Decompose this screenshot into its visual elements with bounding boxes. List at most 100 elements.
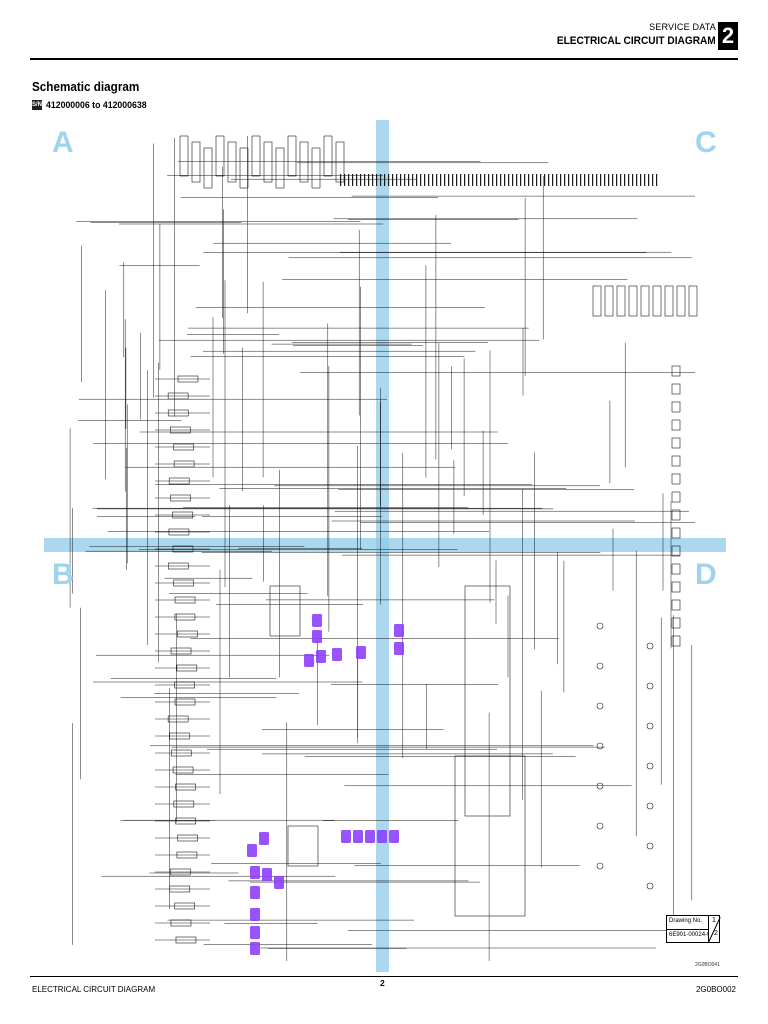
highlight-marker (316, 650, 326, 663)
terminal-pin (548, 174, 550, 186)
highlight-marker (394, 642, 404, 655)
ecu-connector (454, 755, 526, 917)
terminal-pin (580, 174, 582, 186)
terminal-pin (488, 174, 490, 186)
terminal-pin (620, 174, 622, 186)
terminal-pin (608, 174, 610, 186)
connector-block (604, 285, 614, 317)
connector-pin (671, 527, 681, 539)
terminal-pin (444, 174, 446, 186)
connector-block (652, 285, 662, 317)
terminal-pin (404, 174, 406, 186)
terminal-pin (628, 174, 630, 186)
highlight-marker (394, 624, 404, 637)
terminal-pin (536, 174, 538, 186)
connector-block (263, 141, 273, 183)
highlight-marker (377, 830, 387, 843)
terminal-pin (648, 174, 650, 186)
terminal-pin (596, 174, 598, 186)
serial-number-icon: S/N (32, 100, 43, 110)
terminal-pin (496, 174, 498, 186)
sensor-symbol (596, 862, 604, 870)
figure-code: 2G0BO041 (694, 962, 720, 968)
connector-pin (671, 617, 681, 629)
terminal-pin (440, 174, 442, 186)
terminal-pin (344, 174, 346, 186)
terminal-pin (604, 174, 606, 186)
highlight-marker (247, 844, 257, 857)
highlight-marker (259, 832, 269, 845)
terminal-pin (428, 174, 430, 186)
terminal-pin (424, 174, 426, 186)
page-title: Schematic diagram (32, 79, 140, 94)
highlight-marker (312, 630, 322, 643)
terminal-pin (352, 174, 354, 186)
sensor-symbol (646, 722, 654, 730)
terminal-pin (388, 174, 390, 186)
terminal-pin (560, 174, 562, 186)
terminal-pin (524, 174, 526, 186)
connector-block (628, 285, 638, 317)
connector-block (688, 285, 698, 317)
terminal-pin (472, 174, 474, 186)
wire-group (69, 136, 695, 961)
connector-block (664, 285, 674, 317)
zone-letter-a: A (52, 126, 74, 159)
footer-title: ELECTRICAL CIRCUIT DIAGRAM (32, 985, 156, 994)
terminal-pin (500, 174, 502, 186)
connector-pin (671, 599, 681, 611)
sheet-number: 1 (712, 917, 716, 924)
terminal-pin (356, 174, 358, 186)
connector-pin (671, 545, 681, 557)
page-number: 2 (380, 978, 385, 988)
section-title: ELECTRICAL CIRCUIT DIAGRAM (557, 35, 716, 47)
terminal-pin (616, 174, 618, 186)
connector-block (299, 141, 309, 183)
connector-block (251, 135, 261, 177)
connector-pin (671, 635, 681, 647)
zone-letter-b: B (52, 558, 74, 591)
terminal-pin (360, 174, 362, 186)
highlight-marker (250, 926, 260, 939)
connector-pin (671, 437, 681, 449)
highlight-marker (262, 868, 272, 881)
terminal-pin (600, 174, 602, 186)
sensor-symbol (646, 682, 654, 690)
sensor-symbol (596, 822, 604, 830)
connector-block (640, 285, 650, 317)
terminal-pin (492, 174, 494, 186)
terminal-pin (652, 174, 654, 186)
terminal-strip (340, 174, 658, 186)
terminal-pin (544, 174, 546, 186)
sheet-total: 2 (714, 930, 718, 937)
sensor-symbol (646, 842, 654, 850)
sensor-symbol (596, 782, 604, 790)
connector-block (287, 135, 297, 177)
terminal-pin (368, 174, 370, 186)
connector-block (239, 147, 249, 189)
drawing-number-label: Drawing No. (669, 918, 703, 924)
terminal-pin (408, 174, 410, 186)
terminal-pin (584, 174, 586, 186)
terminal-pin (400, 174, 402, 186)
connector-block (676, 285, 686, 317)
terminal-pin (452, 174, 454, 186)
connector-pin (671, 383, 681, 395)
terminal-pin (372, 174, 374, 186)
drawing-box-divider (667, 929, 719, 930)
highlight-marker (250, 908, 260, 921)
sensor-symbol (646, 882, 654, 890)
connector-block (215, 135, 225, 177)
terminal-pin (656, 174, 658, 186)
zone-letter-c: C (695, 126, 717, 159)
sheet-indicator: 1 2 (708, 915, 721, 943)
terminal-pin (540, 174, 542, 186)
highlight-marker (250, 866, 260, 879)
terminal-pin (380, 174, 382, 186)
sensor-symbol (646, 642, 654, 650)
sensor-symbol (596, 662, 604, 670)
terminal-pin (420, 174, 422, 186)
terminal-pin (464, 174, 466, 186)
